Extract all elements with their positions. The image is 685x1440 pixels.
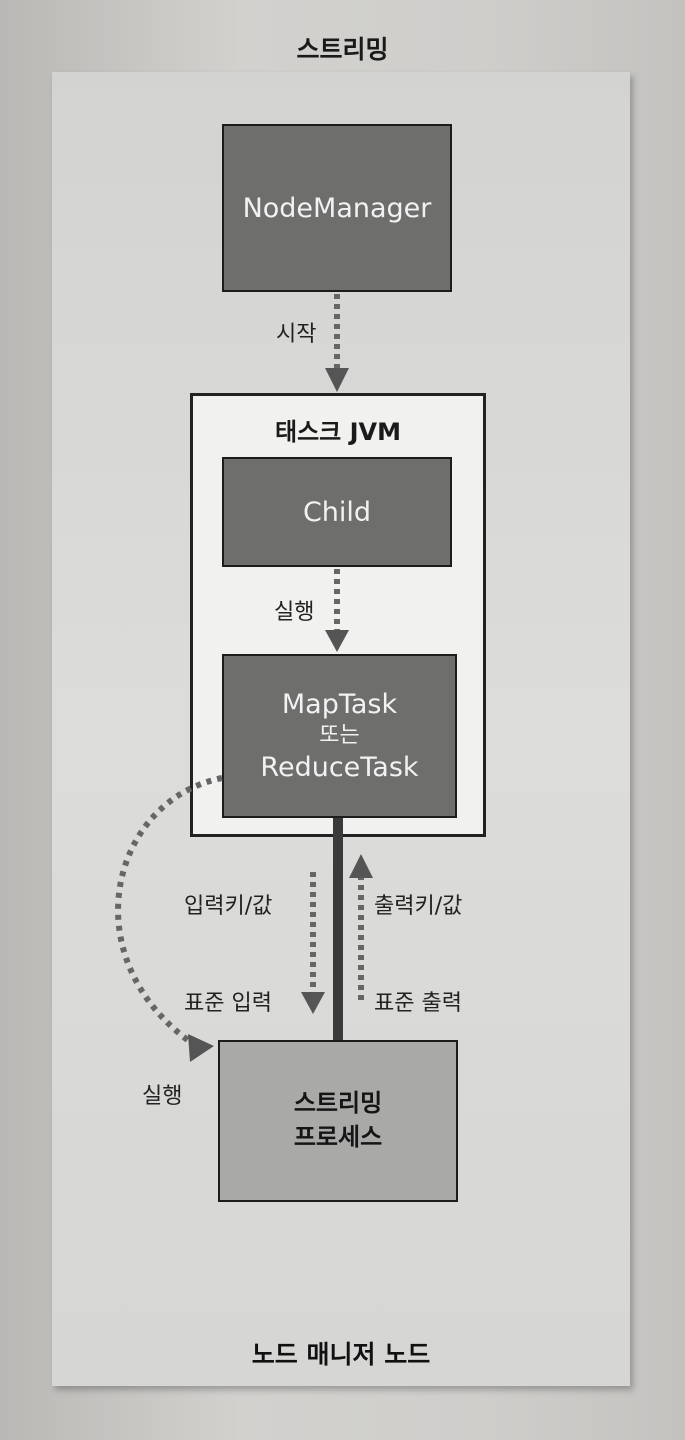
map-reduce-task-box: MapTask 또는 ReduceTask [222,654,457,818]
stdout-label: 표준 출력 [374,991,462,1016]
run-process-label: 실행 [142,1084,183,1109]
child-label: Child [302,496,372,528]
streaming-process-box: 스트리밍 프로세스 [218,1040,458,1202]
input-kv-label: 입력키/값 [184,894,273,919]
start-arrow-head [325,368,349,392]
node-manager-label: NodeManager [242,192,432,224]
node-manager-box: NodeManager [222,124,452,292]
stdin-label: 표준 입력 [184,991,272,1016]
output-arrow-head [349,854,373,878]
run-process-curve [115,775,223,1049]
map-task-label: MapTask [281,688,398,720]
pipe-connector [333,818,343,1040]
streaming-process-line2: 프로세스 [293,1123,383,1151]
or-label: 또는 [319,722,360,748]
input-arrow-head [301,992,325,1014]
reduce-task-label: ReduceTask [260,752,419,784]
start-label: 시작 [276,322,317,347]
streaming-process-line1: 스트리밍 [293,1089,383,1118]
run-child-arrow-head [325,630,349,652]
diagram-title: 스트리밍 [296,35,389,64]
run-child-label: 실행 [274,600,315,625]
child-box: Child [222,457,452,567]
run-process-arrow-head [188,1034,214,1062]
task-jvm-label: 태스크 JVM [275,418,401,446]
footer-label: 노드 매니저 노드 [251,1340,431,1369]
output-kv-label: 출력키/값 [374,894,463,919]
